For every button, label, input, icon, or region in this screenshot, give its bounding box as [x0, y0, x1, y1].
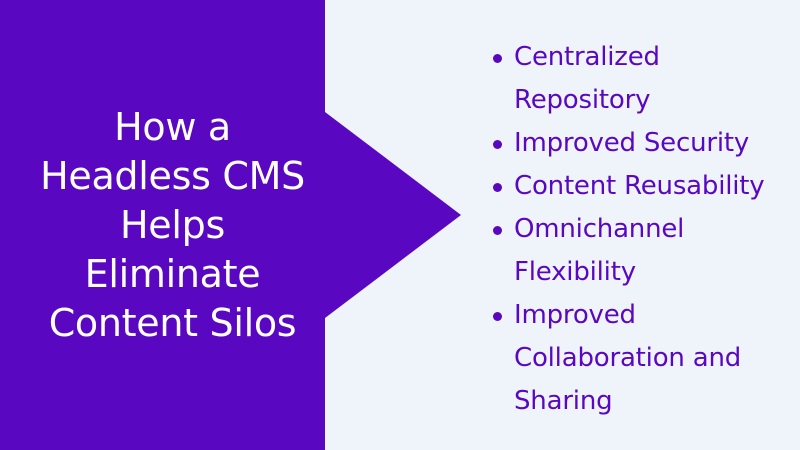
benefit-text: Omnichannel — [514, 214, 685, 244]
benefit-item-improved-collaboration: Improved Collaboration and Sharing — [490, 294, 795, 423]
headline-line-3: Helps — [120, 202, 225, 247]
bullet-icon — [493, 226, 502, 235]
arrow-polygon — [0, 0, 461, 450]
bullet-icon — [493, 312, 502, 321]
benefit-text: Improved Security — [514, 128, 750, 158]
headline-line-2: Headless CMS — [40, 153, 305, 198]
benefit-text: Centralized — [514, 42, 660, 72]
benefit-text: Repository — [514, 85, 651, 115]
benefit-text: Content Reusability — [514, 171, 765, 201]
benefit-text: Flexibility — [514, 257, 636, 287]
bullet-icon — [493, 183, 502, 192]
benefit-list: Centralized Repository Improved Security… — [490, 36, 795, 423]
benefit-item-content-reusability: Content Reusability — [490, 165, 795, 208]
bullet-icon — [493, 140, 502, 149]
benefit-item-improved-security: Improved Security — [490, 122, 795, 165]
headline: How a Headless CMS Helps Eliminate Conte… — [0, 0, 345, 450]
benefit-item-centralized-repository: Centralized Repository — [490, 36, 795, 122]
benefit-text: Improved — [514, 300, 636, 330]
arrow-shape — [0, 0, 461, 450]
benefit-item-omnichannel-flexibility: Omnichannel Flexibility — [490, 208, 795, 294]
headline-line-5: Content Silos — [48, 300, 297, 345]
headline-line-4: Eliminate — [84, 251, 261, 296]
benefit-text: Collaboration and — [514, 343, 742, 373]
benefit-text: Sharing — [514, 386, 613, 416]
arrow-panel — [0, 0, 461, 450]
headline-line-1: How a — [114, 104, 231, 149]
bullet-icon — [493, 54, 502, 63]
